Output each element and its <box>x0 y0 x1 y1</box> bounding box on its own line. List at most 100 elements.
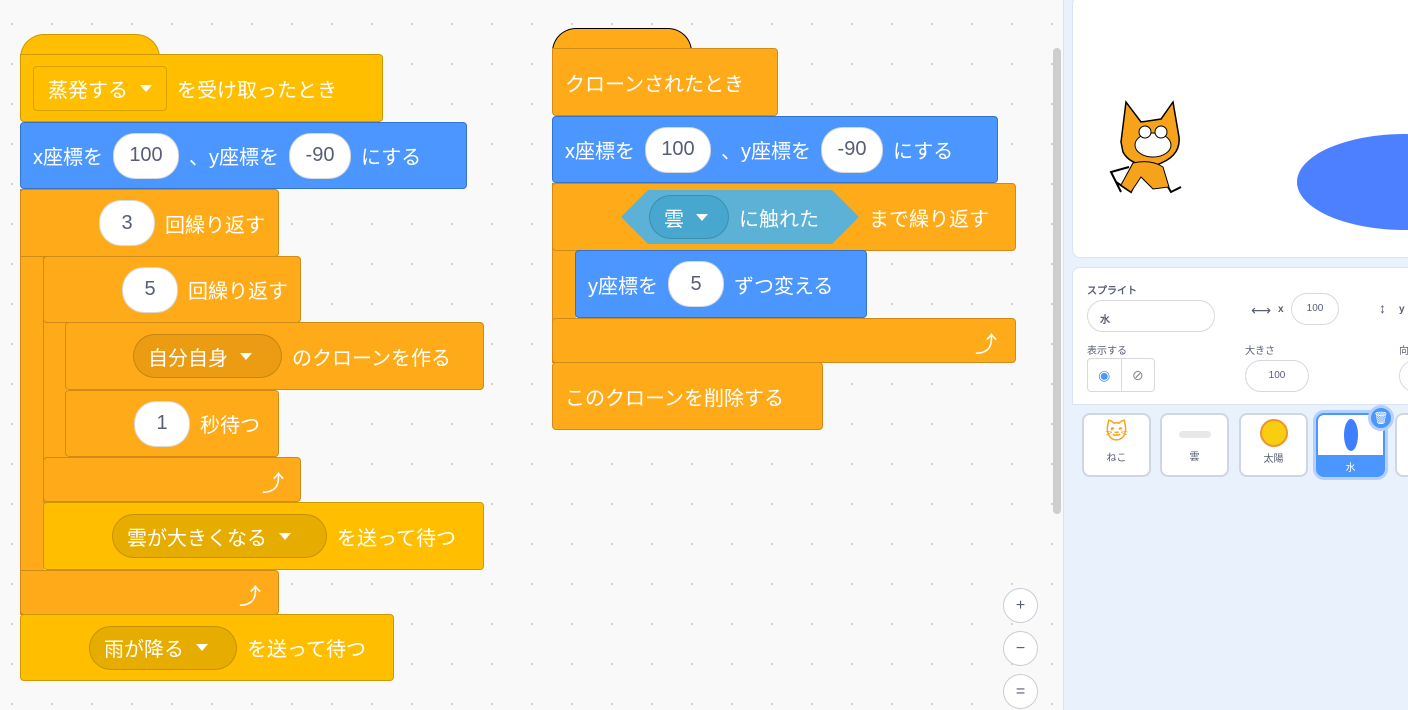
block-label: 回繰り返す <box>188 281 288 303</box>
water-sprite <box>1297 134 1408 230</box>
cloud-thumbnail-icon <box>1178 431 1211 438</box>
zoom-in-button[interactable]: + <box>1003 588 1038 623</box>
repeat-count-input[interactable]: 5 <box>122 266 178 313</box>
go-to-xy-block[interactable]: x座標を 100 、y座標を -90 にする <box>20 122 467 189</box>
block-label: x座標を <box>565 141 635 163</box>
message-dropdown[interactable]: 雨が降る <box>89 625 237 670</box>
loop-arrow-icon: ⤴ <box>239 584 262 609</box>
block-label: y座標を <box>588 275 658 298</box>
block-label: 、y座標を <box>189 147 279 169</box>
sprite-label: スプライト <box>1087 286 1137 297</box>
sprite-tile-cloud[interactable]: 雲 <box>1160 413 1229 477</box>
y-input[interactable]: -90 <box>289 132 351 179</box>
change-y-block[interactable]: y座標を 5 ずつ変える <box>575 250 867 318</box>
zoom-in-icon: + <box>1015 596 1026 614</box>
cat-thumbnail-icon: 🐱 <box>1105 419 1128 444</box>
loop-arrow-icon: ⤴ <box>262 471 285 496</box>
zoom-out-button[interactable]: − <box>1003 631 1038 666</box>
loop-arrow-icon: ⤴ <box>975 332 998 357</box>
message-value: 雲が大きくなる <box>127 527 267 550</box>
sprite-tile-label: 水 <box>1345 463 1356 474</box>
zoom-reset-button[interactable]: = <box>1003 674 1038 709</box>
cat-sprite <box>1109 100 1182 194</box>
delete-sprite-trash-icon[interactable]: 🗑 <box>1368 405 1394 431</box>
water-thumbnail-icon <box>1343 419 1358 451</box>
message-value: 雨が降る <box>104 639 184 661</box>
sun-thumbnail-icon <box>1259 419 1288 447</box>
workspace-scrollbar[interactable] <box>1053 48 1061 514</box>
repeat-5-bottom: ⤴ <box>43 457 301 502</box>
message-dropdown[interactable]: 雲が大きくなる <box>112 514 327 558</box>
go-to-xy-block[interactable]: x座標を 100 、y座標を -90 にする <box>552 116 998 183</box>
block-label: 回繰り返す <box>165 214 265 237</box>
clone-target-value: 自分自身 <box>148 347 228 370</box>
right-panel: スプライト 水 ⟷ x 100 ↕ y 表示する ◉ ⊘ 大きさ 100 向 🐱… <box>1063 0 1408 710</box>
message-dropdown-value: 蒸発する <box>48 79 128 102</box>
chevron-down-icon <box>196 644 208 651</box>
hide-eye-icon[interactable]: ⊘ <box>1131 366 1144 383</box>
change-y-input[interactable]: 5 <box>668 261 724 307</box>
sprite-tile-partial[interactable] <box>1395 413 1408 477</box>
block-label: クローンされたとき <box>565 73 744 96</box>
block-label: を送って待つ <box>337 527 456 550</box>
block-label: 、y座標を <box>721 141 811 163</box>
block-label: に触れた <box>739 208 819 231</box>
y-input[interactable]: -90 <box>821 126 883 173</box>
wait-seconds-input[interactable]: 1 <box>134 400 190 447</box>
repeat-3-bottom: ⤴ <box>20 570 279 615</box>
block-label: 秒待つ <box>200 415 260 437</box>
chevron-down-icon <box>140 84 152 92</box>
repeat-count-input[interactable]: 3 <box>99 200 155 246</box>
repeat-until-block[interactable]: 雲 に触れた まで繰り返す <box>552 183 1016 251</box>
x-input[interactable]: 100 <box>113 132 179 179</box>
y-arrows-icon: ↕ <box>1379 300 1386 316</box>
touching-target-dropdown[interactable]: 雲 <box>649 195 729 239</box>
sprite-name-input[interactable]: 水 <box>1087 300 1215 332</box>
create-clone-block[interactable]: 自分自身 のクローンを作る <box>65 322 484 390</box>
repeat-5-block[interactable]: 5 回繰り返す <box>43 256 301 323</box>
size-input[interactable]: 100 <box>1245 360 1309 392</box>
repeat-outer-arm <box>20 189 44 615</box>
visibility-toggle: ◉ ⊘ <box>1087 358 1155 392</box>
sprite-tile-label: ねこ <box>1106 453 1127 464</box>
block-label: x座標を <box>33 147 103 169</box>
touching-target-value: 雲 <box>664 208 684 231</box>
stage[interactable] <box>1072 0 1408 258</box>
show-label: 表示する <box>1087 346 1127 357</box>
x-input[interactable]: 100 <box>645 126 711 173</box>
message-dropdown[interactable]: 蒸発する <box>33 65 167 111</box>
delete-clone-block[interactable]: このクローンを削除する <box>552 362 823 430</box>
stage-canvas <box>1109 100 1408 230</box>
repeat-3-block[interactable]: 3 回繰り返す <box>20 189 279 257</box>
y-label: y <box>1399 304 1405 315</box>
code-workspace[interactable]: 蒸発する を受け取ったとき x座標を 100 、y座標を -90 にする 3 回… <box>0 0 1063 710</box>
zoom-out-icon: − <box>1015 639 1026 657</box>
broadcast-and-wait-block[interactable]: 雲が大きくなる を送って待つ <box>43 502 484 570</box>
sprite-tile-cat[interactable]: 🐱 ねこ <box>1082 413 1151 477</box>
x-arrows-icon: ⟷ <box>1251 302 1272 318</box>
direction-input[interactable] <box>1399 360 1408 392</box>
when-cloned-block[interactable]: クローンされたとき <box>552 48 778 116</box>
sprite-info-panel: スプライト 水 ⟷ x 100 ↕ y 表示する ◉ ⊘ 大きさ 100 向 <box>1072 267 1408 405</box>
sprite-tile-sun[interactable]: 太陽 <box>1239 413 1308 477</box>
direction-label: 向 <box>1399 346 1408 357</box>
sprite-tile-label: 太陽 <box>1263 454 1284 465</box>
broadcast-and-wait-block[interactable]: 雨が降る を送って待つ <box>20 614 394 681</box>
clone-target-dropdown[interactable]: 自分自身 <box>133 334 282 378</box>
touching-condition[interactable]: 雲 に触れた <box>621 190 859 244</box>
block-label: にする <box>893 141 954 163</box>
sprite-tile-label: 雲 <box>1189 452 1200 463</box>
wait-block[interactable]: 1 秒待つ <box>65 390 279 457</box>
block-label: にする <box>361 147 422 169</box>
zoom-reset-icon: = <box>1015 682 1026 700</box>
block-label: ずつ変える <box>734 275 834 298</box>
block-label: まで繰り返す <box>869 208 989 231</box>
show-eye-icon[interactable]: ◉ <box>1088 359 1122 391</box>
block-label: のクローンを作る <box>292 347 451 370</box>
when-i-receive-block[interactable]: 蒸発する を受け取ったとき <box>20 54 383 122</box>
repeat-until-bottom: ⤴ <box>552 318 1016 363</box>
x-position-input[interactable]: 100 <box>1291 293 1339 325</box>
block-label: を送って待つ <box>247 639 366 661</box>
chevron-down-icon <box>240 352 252 360</box>
x-label: x <box>1278 304 1284 315</box>
